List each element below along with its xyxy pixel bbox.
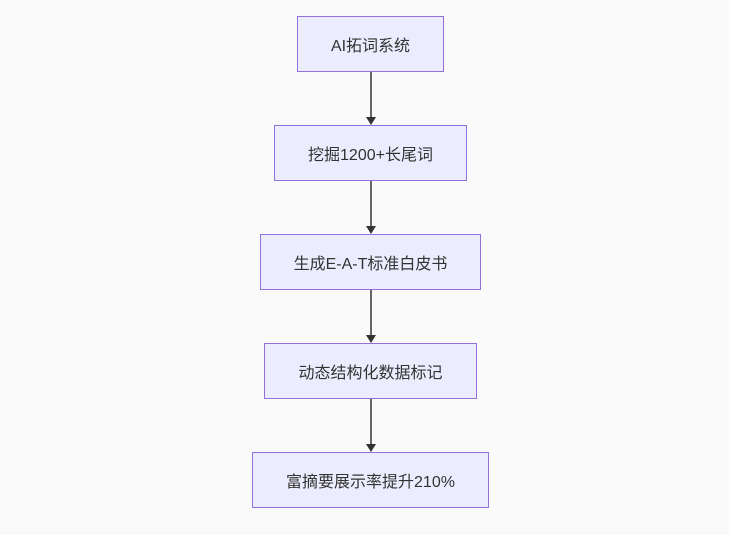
flow-node-label: 动态结构化数据标记 [298,365,443,382]
flow-node-rich-snippet-rate-increase: 富摘要展示率提升210% [252,452,489,508]
arrow-down-icon [365,444,376,452]
arrow-down-icon [365,335,376,343]
arrow-down-icon [365,226,376,234]
flow-node-label: AI拓词系统 [330,38,411,55]
edge-line [369,72,372,117]
edge-line [369,290,372,335]
flow-edge-3 [365,290,376,343]
arrow-down-icon [365,117,376,125]
flow-node-ai-word-expansion-system: AI拓词系统 [296,16,445,72]
flow-edge-4 [365,399,376,452]
flowchart: AI拓词系统 挖掘1200+长尾词 生成E-A-T标准白皮书 动态结构化数据标记… [6,0,729,508]
flow-node-label: 生成E-A-T标准白皮书 [293,256,448,273]
flow-node-generate-eat-whitepaper: 生成E-A-T标准白皮书 [259,234,482,290]
flow-node-mine-longtail-keywords: 挖掘1200+长尾词 [274,125,467,181]
flow-edge-1 [365,72,376,125]
edge-line [369,399,372,444]
flow-edge-2 [365,181,376,234]
flow-node-dynamic-structured-data-markup: 动态结构化数据标记 [264,343,477,399]
edge-line [369,181,372,226]
flow-node-label: 富摘要展示率提升210% [286,474,455,491]
flow-node-label: 挖掘1200+长尾词 [308,147,433,164]
